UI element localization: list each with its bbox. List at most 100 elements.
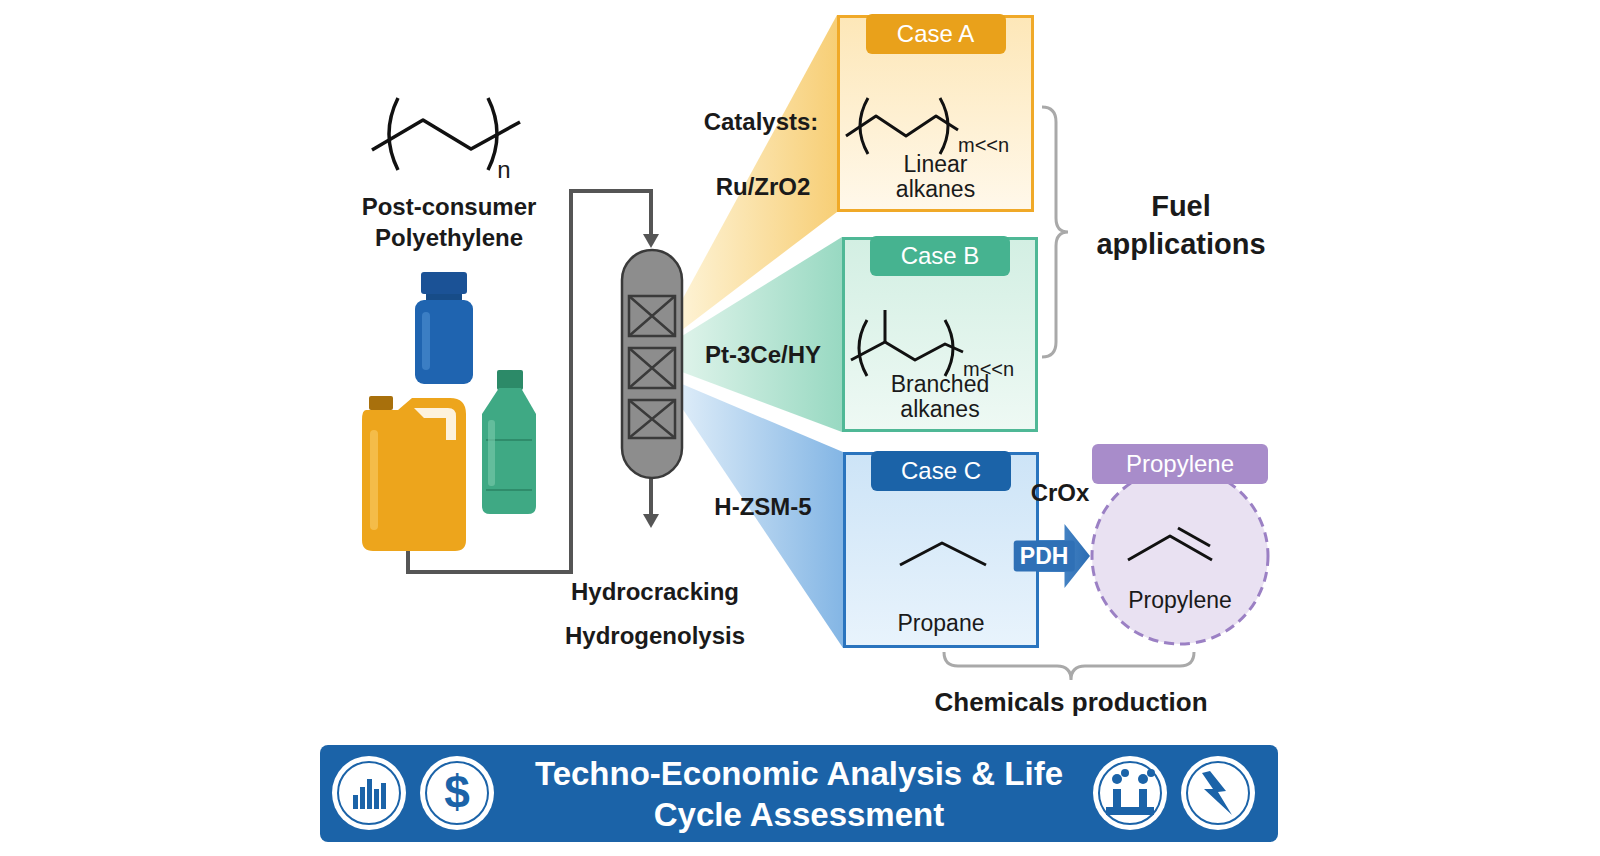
branched-alkane-structure [851, 342, 963, 360]
case-box: Case CPropane [843, 452, 1039, 648]
polyethylene-structure [488, 98, 497, 170]
reactor-column [629, 400, 675, 438]
blue-bottle [422, 312, 430, 370]
emissions-icon [1093, 756, 1167, 830]
reactor-column [629, 348, 675, 388]
emissions-icon [1099, 762, 1161, 824]
reactor-column [622, 250, 682, 478]
chart-icon [332, 756, 406, 830]
propylene-structure [1178, 528, 1210, 546]
cost-icon [420, 756, 494, 830]
green-bottle [482, 370, 536, 514]
green-bottle [497, 370, 523, 390]
chemicals-bracket [944, 652, 1194, 680]
emissions-icon [1106, 769, 1155, 815]
branched-alkane-structure [859, 320, 867, 376]
case-box: Case Bm<<nBranched alkanes [842, 237, 1038, 432]
repeat-index: n [497, 156, 510, 184]
case-box: Case Am<<nLinear alkanes [837, 15, 1034, 212]
dashed-circle-outline [1092, 468, 1268, 644]
energy-icon [1202, 771, 1232, 815]
chemicals-bracket [944, 652, 1194, 680]
chart-icon [367, 779, 372, 809]
cost-icon [426, 762, 488, 824]
chart-icon [353, 795, 358, 809]
product-label: Propylene [1090, 588, 1270, 614]
yellow-jug [362, 396, 466, 551]
branched-alkane-structure [884, 310, 887, 342]
process-label: Hydrocracking [571, 578, 739, 606]
cost-icon [420, 756, 494, 830]
reactor-column [629, 296, 675, 336]
emissions-icon [1138, 774, 1148, 784]
feed-line [649, 478, 653, 516]
polyethylene-structure [389, 98, 398, 170]
reactor-column [629, 348, 675, 388]
banner-title: Techno-Economic Analysis & Life Cycle As… [320, 752, 1278, 835]
branched-alkane-structure [945, 320, 953, 376]
fuel-bracket [1042, 107, 1068, 357]
catalyst-label: CrOx [1031, 479, 1090, 507]
group-label: Fuel applications [1086, 188, 1276, 263]
case-tab: Case A [866, 14, 1006, 54]
energy-icon [1181, 756, 1255, 830]
feed-line [643, 234, 659, 248]
reactor-column [629, 296, 675, 336]
reactor-column [629, 296, 675, 438]
linear-alkane-structure [846, 116, 958, 136]
catalyst-label: Pt-3Ce/HY [705, 341, 821, 369]
group-label: Chemicals production [934, 687, 1207, 718]
yellow-jug [362, 398, 466, 551]
heading-label: Catalysts: [704, 108, 819, 136]
chart-icon [338, 762, 400, 824]
blue-bottle [421, 272, 467, 294]
emissions-icon [1147, 769, 1155, 777]
branched-alkane-structure [851, 310, 963, 376]
process-label: Hydrogenolysis [565, 622, 745, 650]
reaction-arrow [1039, 524, 1090, 588]
emissions-icon [1112, 774, 1122, 784]
linear-alkane-structure [846, 98, 958, 154]
linear-alkane-structure [940, 98, 948, 154]
chart-icon [332, 756, 406, 830]
yellow-jug [414, 408, 456, 440]
feed-line [643, 514, 659, 528]
case-tab: Case B [870, 236, 1010, 276]
linear-alkane-structure [860, 98, 868, 154]
product-label: Linear alkanes [840, 152, 1031, 204]
product-fans [682, 15, 843, 648]
feedstock-label: Post-consumer Polyethylene [329, 191, 569, 253]
product-fans [682, 384, 843, 648]
propane-structure [900, 543, 986, 565]
emissions-icon [1093, 756, 1167, 830]
energy-icon [1187, 762, 1249, 824]
blue-bottle [415, 300, 473, 384]
chart-icon [360, 787, 365, 809]
chart-icon [374, 789, 379, 809]
propylene-structure [1090, 466, 1270, 646]
product-label: Propane [846, 611, 1036, 637]
yellow-jug [370, 430, 378, 530]
product-label: Branched alkanes [845, 372, 1035, 424]
emissions-icon [1121, 769, 1129, 777]
blue-bottle [415, 272, 473, 384]
energy-icon [1181, 756, 1255, 830]
emissions-icon [1106, 807, 1154, 815]
green-bottle [486, 489, 532, 491]
yellow-jug [369, 396, 393, 410]
chart-icon [381, 783, 386, 809]
reactor-column [622, 250, 682, 478]
reactor-column [629, 400, 675, 438]
green-bottle [488, 420, 495, 486]
analysis-banner: Techno-Economic Analysis & Life Cycle As… [320, 745, 1278, 842]
catalyst-label: H-ZSM-5 [714, 493, 811, 521]
polyethylene-structure [372, 98, 520, 170]
product-circle: PropylenePropylene [1090, 466, 1270, 646]
case-tab: Propylene [1092, 444, 1268, 484]
fuel-bracket [1042, 107, 1068, 357]
